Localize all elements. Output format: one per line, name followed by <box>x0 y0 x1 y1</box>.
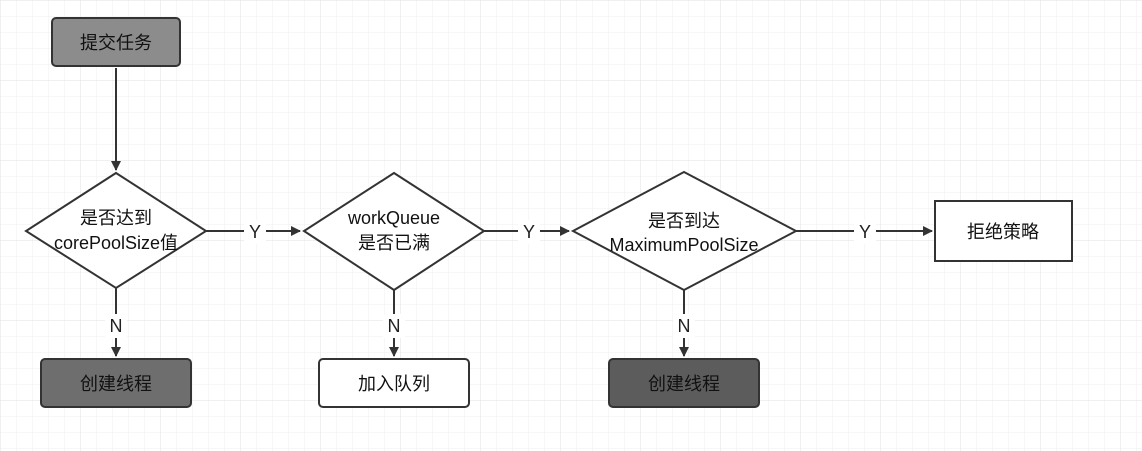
check-queue-diamond[interactable] <box>302 171 486 292</box>
node-create-thread-2[interactable]: 创建线程 <box>608 358 760 408</box>
node-add-to-queue[interactable]: 加入队列 <box>318 358 470 408</box>
check-max-line1: 是否到达 <box>648 211 720 231</box>
submit-task-label: 提交任务 <box>80 33 152 53</box>
edge-label-bg <box>518 220 540 244</box>
check-max-diamond[interactable] <box>570 170 799 292</box>
check-core-diamond[interactable] <box>24 171 208 290</box>
create-thread-1-box[interactable] <box>40 358 192 408</box>
edge-label-bg <box>854 220 876 244</box>
check-queue-line2: 是否已满 <box>358 233 430 253</box>
check-max-line2: MaximumPoolSize <box>609 235 758 255</box>
node-check-max[interactable]: 是否到达 MaximumPoolSize <box>570 170 799 292</box>
check-core-line1: 是否达到 <box>80 208 152 228</box>
edge-label-max-to-reject: Y <box>859 222 871 242</box>
add-to-queue-label: 加入队列 <box>358 374 430 394</box>
node-check-queue[interactable]: workQueue 是否已满 <box>302 171 486 292</box>
create-thread-2-box[interactable] <box>608 358 760 408</box>
submit-task-box[interactable] <box>51 17 181 67</box>
create-thread-1-label: 创建线程 <box>80 374 152 394</box>
node-reject-policy[interactable]: 拒绝策略 <box>934 200 1073 262</box>
check-core-line2: corePoolSize值 <box>54 233 178 253</box>
edge-label-bg <box>673 314 695 338</box>
reject-policy-box[interactable] <box>934 200 1073 262</box>
edges: Y Y Y N N N <box>105 68 933 357</box>
check-queue-line1: workQueue <box>347 208 440 228</box>
edge-label-bg <box>105 314 127 338</box>
node-check-core[interactable]: 是否达到 corePoolSize值 <box>24 171 208 290</box>
node-create-thread-1[interactable]: 创建线程 <box>40 358 192 408</box>
edge-label-core-to-queue: Y <box>249 222 261 242</box>
edge-label-queue-to-add: N <box>388 316 401 336</box>
edge-label-max-to-create: N <box>678 316 691 336</box>
edge-label-core-to-create: N <box>110 316 123 336</box>
edge-label-bg <box>244 220 266 244</box>
edge-label-queue-to-max: Y <box>523 222 535 242</box>
create-thread-2-label: 创建线程 <box>648 374 720 394</box>
node-submit-task[interactable]: 提交任务 <box>51 17 181 67</box>
reject-policy-label: 拒绝策略 <box>967 222 1039 242</box>
add-to-queue-box[interactable] <box>318 358 470 408</box>
edge-label-bg <box>383 314 405 338</box>
